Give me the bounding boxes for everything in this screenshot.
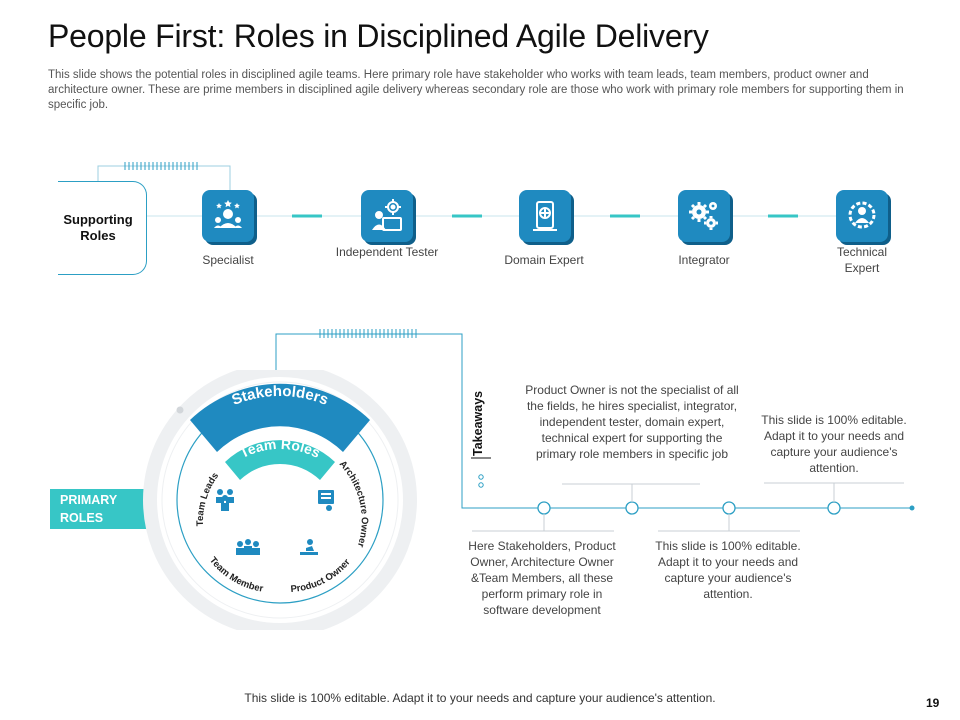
users-star-icon (202, 190, 254, 242)
product-owner-icon (300, 539, 318, 555)
takeaways-label: Takeaways (471, 391, 485, 456)
role-label-domain-expert: Domain Expert (504, 253, 584, 267)
gears-icon (678, 190, 730, 242)
team-leads-icon (216, 489, 234, 511)
role-label-technical-expert: Technical Expert (836, 245, 888, 275)
architecture-owner-icon (318, 490, 334, 511)
tester-gear-icon (361, 190, 413, 242)
expert-gear-icon (836, 190, 888, 242)
supporting-roles-label: Supporting Roles (63, 212, 133, 243)
domain-globe-icon (519, 190, 571, 242)
footer-note: This slide is 100% editable. Adapt it to… (244, 691, 716, 705)
takeaway-note-4: This slide is 100% editable. Adapt it to… (655, 539, 801, 601)
supporting-roles-box (58, 181, 147, 275)
role-label-specialist: Specialist (202, 253, 254, 267)
primary-roles-label: PRIMARY ROLES (60, 493, 117, 525)
team-member-icon (236, 539, 260, 555)
primary-roles-circle: Stakeholders Team Roles Team Leads Archi… (143, 370, 417, 630)
page-number: 19 (926, 696, 940, 710)
role-label-independent-tester: Independent Tester (335, 245, 439, 259)
svg-text:Takeaways: Takeaways (471, 391, 485, 456)
takeaway-note-1: Product Owner is not the specialist of a… (525, 383, 739, 461)
page-title: People First: Roles in Disciplined Agile… (48, 18, 709, 54)
slide-description: This slide shows the potential roles in … (48, 69, 904, 111)
takeaway-note-2: This slide is 100% editable. Adapt it to… (761, 413, 907, 475)
role-label-integrator: Integrator (678, 253, 730, 267)
takeaway-note-3: Here Stakeholders, Product Owner, Archit… (468, 539, 616, 617)
